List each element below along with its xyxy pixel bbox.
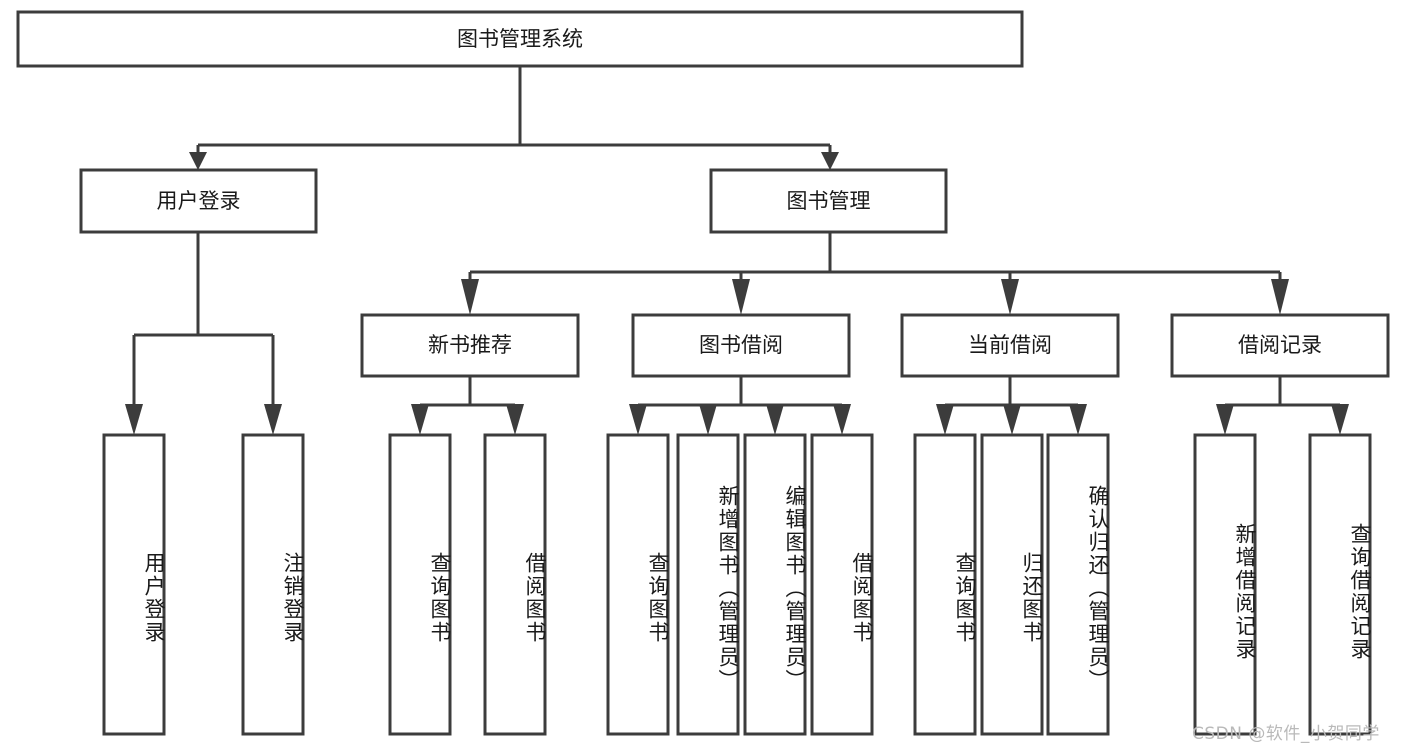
node-leaf-edit-book[interactable] [743, 433, 807, 736]
node-leaf-add-book[interactable] [676, 433, 740, 736]
arrow-head-current-borrow [1001, 279, 1019, 315]
arrow-head-leaf-borrow-book-rec [506, 404, 524, 435]
watermark-text: CSDN @软件_小贺同学 [1192, 724, 1380, 744]
node-user-login[interactable] [79, 168, 318, 234]
node-leaf-query-book-cur[interactable] [913, 433, 977, 736]
arrow-head-leaf-logout [264, 404, 282, 435]
node-new-book-rec-label: 新书推荐 [428, 333, 512, 357]
node-current-borrow[interactable] [900, 313, 1120, 378]
node-book-borrow[interactable] [631, 313, 851, 378]
node-book-borrow-label: 图书借阅 [699, 333, 783, 357]
arrow-head-borrow-record [1271, 279, 1289, 315]
arrow-head-new-book-rec [461, 279, 479, 315]
node-leaf-user-login[interactable] [102, 433, 166, 736]
node-leaf-logout[interactable] [241, 433, 305, 736]
node-leaf-confirm-return[interactable] [1046, 433, 1110, 736]
node-leaf-borrow-book[interactable] [810, 433, 874, 736]
node-leaf-query-book-borrow[interactable] [606, 433, 670, 736]
node-user-login-label: 用户登录 [157, 189, 241, 213]
arrow-head-leaf-query-record [1331, 404, 1349, 435]
node-new-book-rec[interactable] [360, 313, 580, 378]
node-leaf-query-book-rec[interactable] [388, 433, 452, 736]
node-box-layer: 图书管理系统 用户登录 图书管理 新书推荐 图书借阅 当前借阅 借阅记录 [16, 10, 1390, 736]
node-leaf-query-record[interactable] [1308, 433, 1372, 736]
arrow-head-leaf-query-book-cur [936, 404, 954, 435]
arrow-head-leaf-confirm-return [1069, 404, 1087, 435]
node-current-borrow-label: 当前借阅 [968, 333, 1052, 357]
arrow-head-leaf-return-book [1003, 404, 1021, 435]
node-leaf-borrow-book-rec[interactable] [483, 433, 547, 736]
node-borrow-record-label: 借阅记录 [1238, 333, 1322, 357]
arrow-head-leaf-borrow-book [833, 404, 851, 435]
node-root-label: 图书管理系统 [457, 27, 583, 51]
node-book-manage[interactable] [709, 168, 948, 234]
arrow-head-leaf-edit-book [766, 404, 784, 435]
arrow-head-book-borrow [732, 279, 750, 315]
node-borrow-record[interactable] [1170, 313, 1390, 378]
node-leaf-add-record[interactable] [1193, 433, 1257, 736]
arrow-head-leaf-add-record [1216, 404, 1234, 435]
node-leaf-return-book[interactable] [980, 433, 1044, 736]
arrow-head-leaf-query-book-borrow [629, 404, 647, 435]
arrow-head-book-manage [821, 152, 839, 170]
arrow-head-leaf-user-login [125, 404, 143, 435]
arrow-head-leaf-query-book-rec [411, 404, 429, 435]
arrow-head-leaf-add-book [699, 404, 717, 435]
node-book-manage-label: 图书管理 [787, 189, 871, 213]
node-root[interactable] [16, 10, 1024, 68]
connector-layer [125, 66, 1349, 435]
arrow-head-user-login [189, 152, 207, 170]
